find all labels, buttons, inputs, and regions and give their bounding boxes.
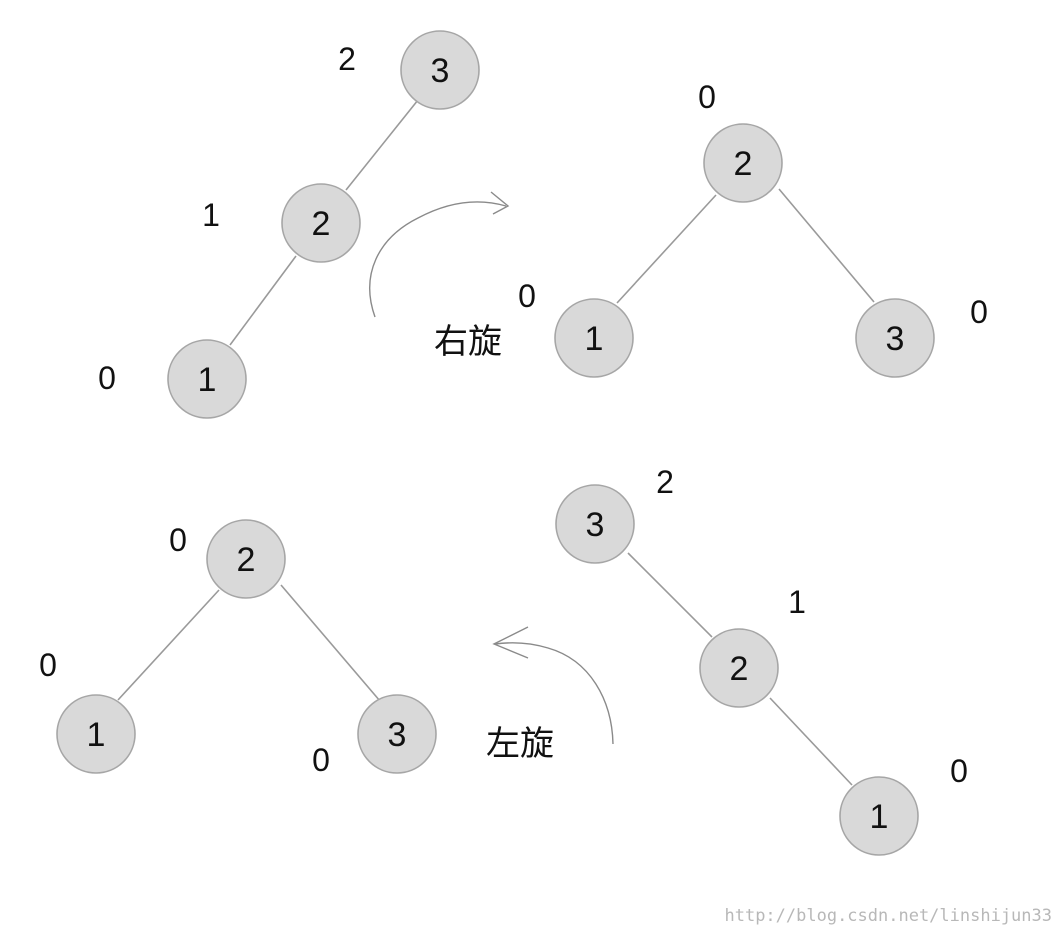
right-rotation-arrow <box>369 191 510 318</box>
node-circle <box>206 519 286 599</box>
node-label: 2 <box>734 145 753 183</box>
node-circle <box>56 694 136 774</box>
node-label: 2 <box>312 205 331 243</box>
balance-factor: 0 <box>312 742 330 778</box>
node: 1 <box>56 694 136 774</box>
node: 1 <box>839 776 919 856</box>
curved-arrow-icon <box>494 642 614 745</box>
balance-factor: 0 <box>698 79 716 115</box>
balance-factor: 1 <box>788 584 806 620</box>
node-circle <box>555 484 635 564</box>
node: 3 <box>855 298 935 378</box>
node-label: 2 <box>730 650 749 688</box>
edge-2-1 <box>616 194 717 304</box>
node-label: 3 <box>886 320 905 358</box>
node-circle <box>167 339 247 419</box>
tree-right-rotation-after: 2 1 3 0 0 0 <box>518 79 988 378</box>
arrowhead-icon <box>490 191 510 215</box>
node: 3 <box>357 694 437 774</box>
node-label: 1 <box>198 361 217 399</box>
node-circle <box>699 628 779 708</box>
curved-arrow-icon <box>369 201 507 318</box>
node-label: 2 <box>237 541 256 579</box>
tree-left-rotation-after: 2 1 3 0 0 0 <box>39 519 437 778</box>
balance-factor: 0 <box>518 278 536 314</box>
node-circle <box>703 123 783 203</box>
node: 1 <box>167 339 247 419</box>
balance-factor: 0 <box>39 647 57 683</box>
node-circle <box>839 776 919 856</box>
node-label: 1 <box>87 716 106 754</box>
arrowhead-icon <box>492 626 529 659</box>
node-label: 3 <box>586 506 605 544</box>
node: 2 <box>703 123 783 203</box>
balance-factor: 0 <box>970 294 988 330</box>
node: 2 <box>281 183 361 263</box>
edge-3-2 <box>345 99 419 191</box>
node: 3 <box>555 484 635 564</box>
edge-2-3 <box>280 584 381 702</box>
edge-2-1 <box>229 255 297 346</box>
node-label: 1 <box>585 320 604 358</box>
node-circle <box>855 298 935 378</box>
balance-factor: 0 <box>950 753 968 789</box>
left-rotation-arrow <box>492 626 614 745</box>
edge-2-1 <box>769 697 853 786</box>
tree-right-rotation-before: 3 2 1 2 1 0 <box>98 30 480 419</box>
node-circle <box>281 183 361 263</box>
balance-factor: 2 <box>338 41 356 77</box>
node-circle <box>357 694 437 774</box>
node-label: 1 <box>870 798 889 836</box>
node: 2 <box>699 628 779 708</box>
balance-factor: 2 <box>656 464 674 500</box>
node-circle <box>400 30 480 110</box>
balance-factor: 0 <box>98 360 116 396</box>
node: 3 <box>400 30 480 110</box>
left-rotation-label: 左旋 <box>486 724 554 764</box>
balance-factor: 0 <box>169 522 187 558</box>
node-label: 3 <box>388 716 407 754</box>
node: 1 <box>554 298 634 378</box>
node-circle <box>554 298 634 378</box>
node-label: 3 <box>431 52 450 90</box>
watermark: http://blog.csdn.net/linshijun33 <box>724 906 1052 926</box>
edge-3-2 <box>627 552 713 638</box>
right-rotation-label: 右旋 <box>434 322 502 362</box>
edge-2-3 <box>778 188 875 303</box>
edge-2-1 <box>117 589 220 701</box>
balance-factor: 1 <box>202 197 220 233</box>
tree-left-rotation-before: 3 2 1 2 1 0 <box>555 464 968 856</box>
node: 2 <box>206 519 286 599</box>
